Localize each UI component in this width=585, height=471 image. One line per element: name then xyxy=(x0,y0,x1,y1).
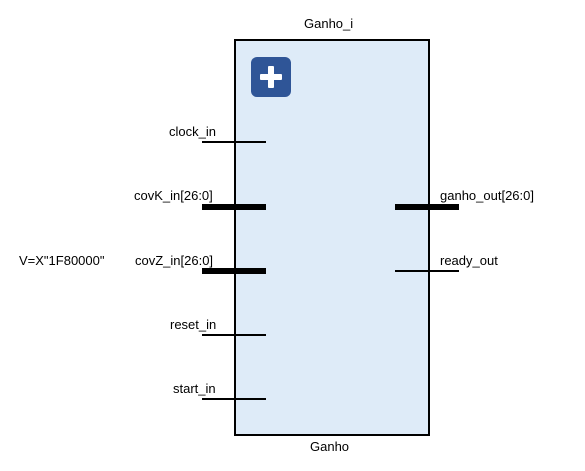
port-bus-ganho-out[interactable] xyxy=(395,204,459,210)
port-bus-covk-in[interactable] xyxy=(202,204,266,210)
expand-module-button[interactable] xyxy=(251,57,291,97)
module-name: Ganho xyxy=(310,439,350,454)
module-block[interactable] xyxy=(234,39,430,436)
port-label-covk-in: covK_in[26:0] xyxy=(134,188,213,203)
port-label-ready-out: ready_out xyxy=(440,253,498,268)
port-label-ganho-out: ganho_out[26:0] xyxy=(440,188,534,203)
port-bus-covz-in[interactable] xyxy=(202,268,266,274)
port-wire-start-in[interactable] xyxy=(202,398,266,400)
instance-name: Ganho_i xyxy=(304,16,354,31)
port-label-reset-in: reset_in xyxy=(170,317,217,332)
port-wire-reset-in[interactable] xyxy=(202,334,266,336)
port-wire-clock-in[interactable] xyxy=(202,141,266,143)
port-label-covz-in: covZ_in[26:0] xyxy=(135,253,214,268)
port-label-start-in: start_in xyxy=(173,381,216,396)
port-label-clock-in: clock_in xyxy=(169,124,216,139)
constant-value-label: V=X"1F80000" xyxy=(19,253,105,268)
port-wire-ready-out[interactable] xyxy=(395,270,459,272)
